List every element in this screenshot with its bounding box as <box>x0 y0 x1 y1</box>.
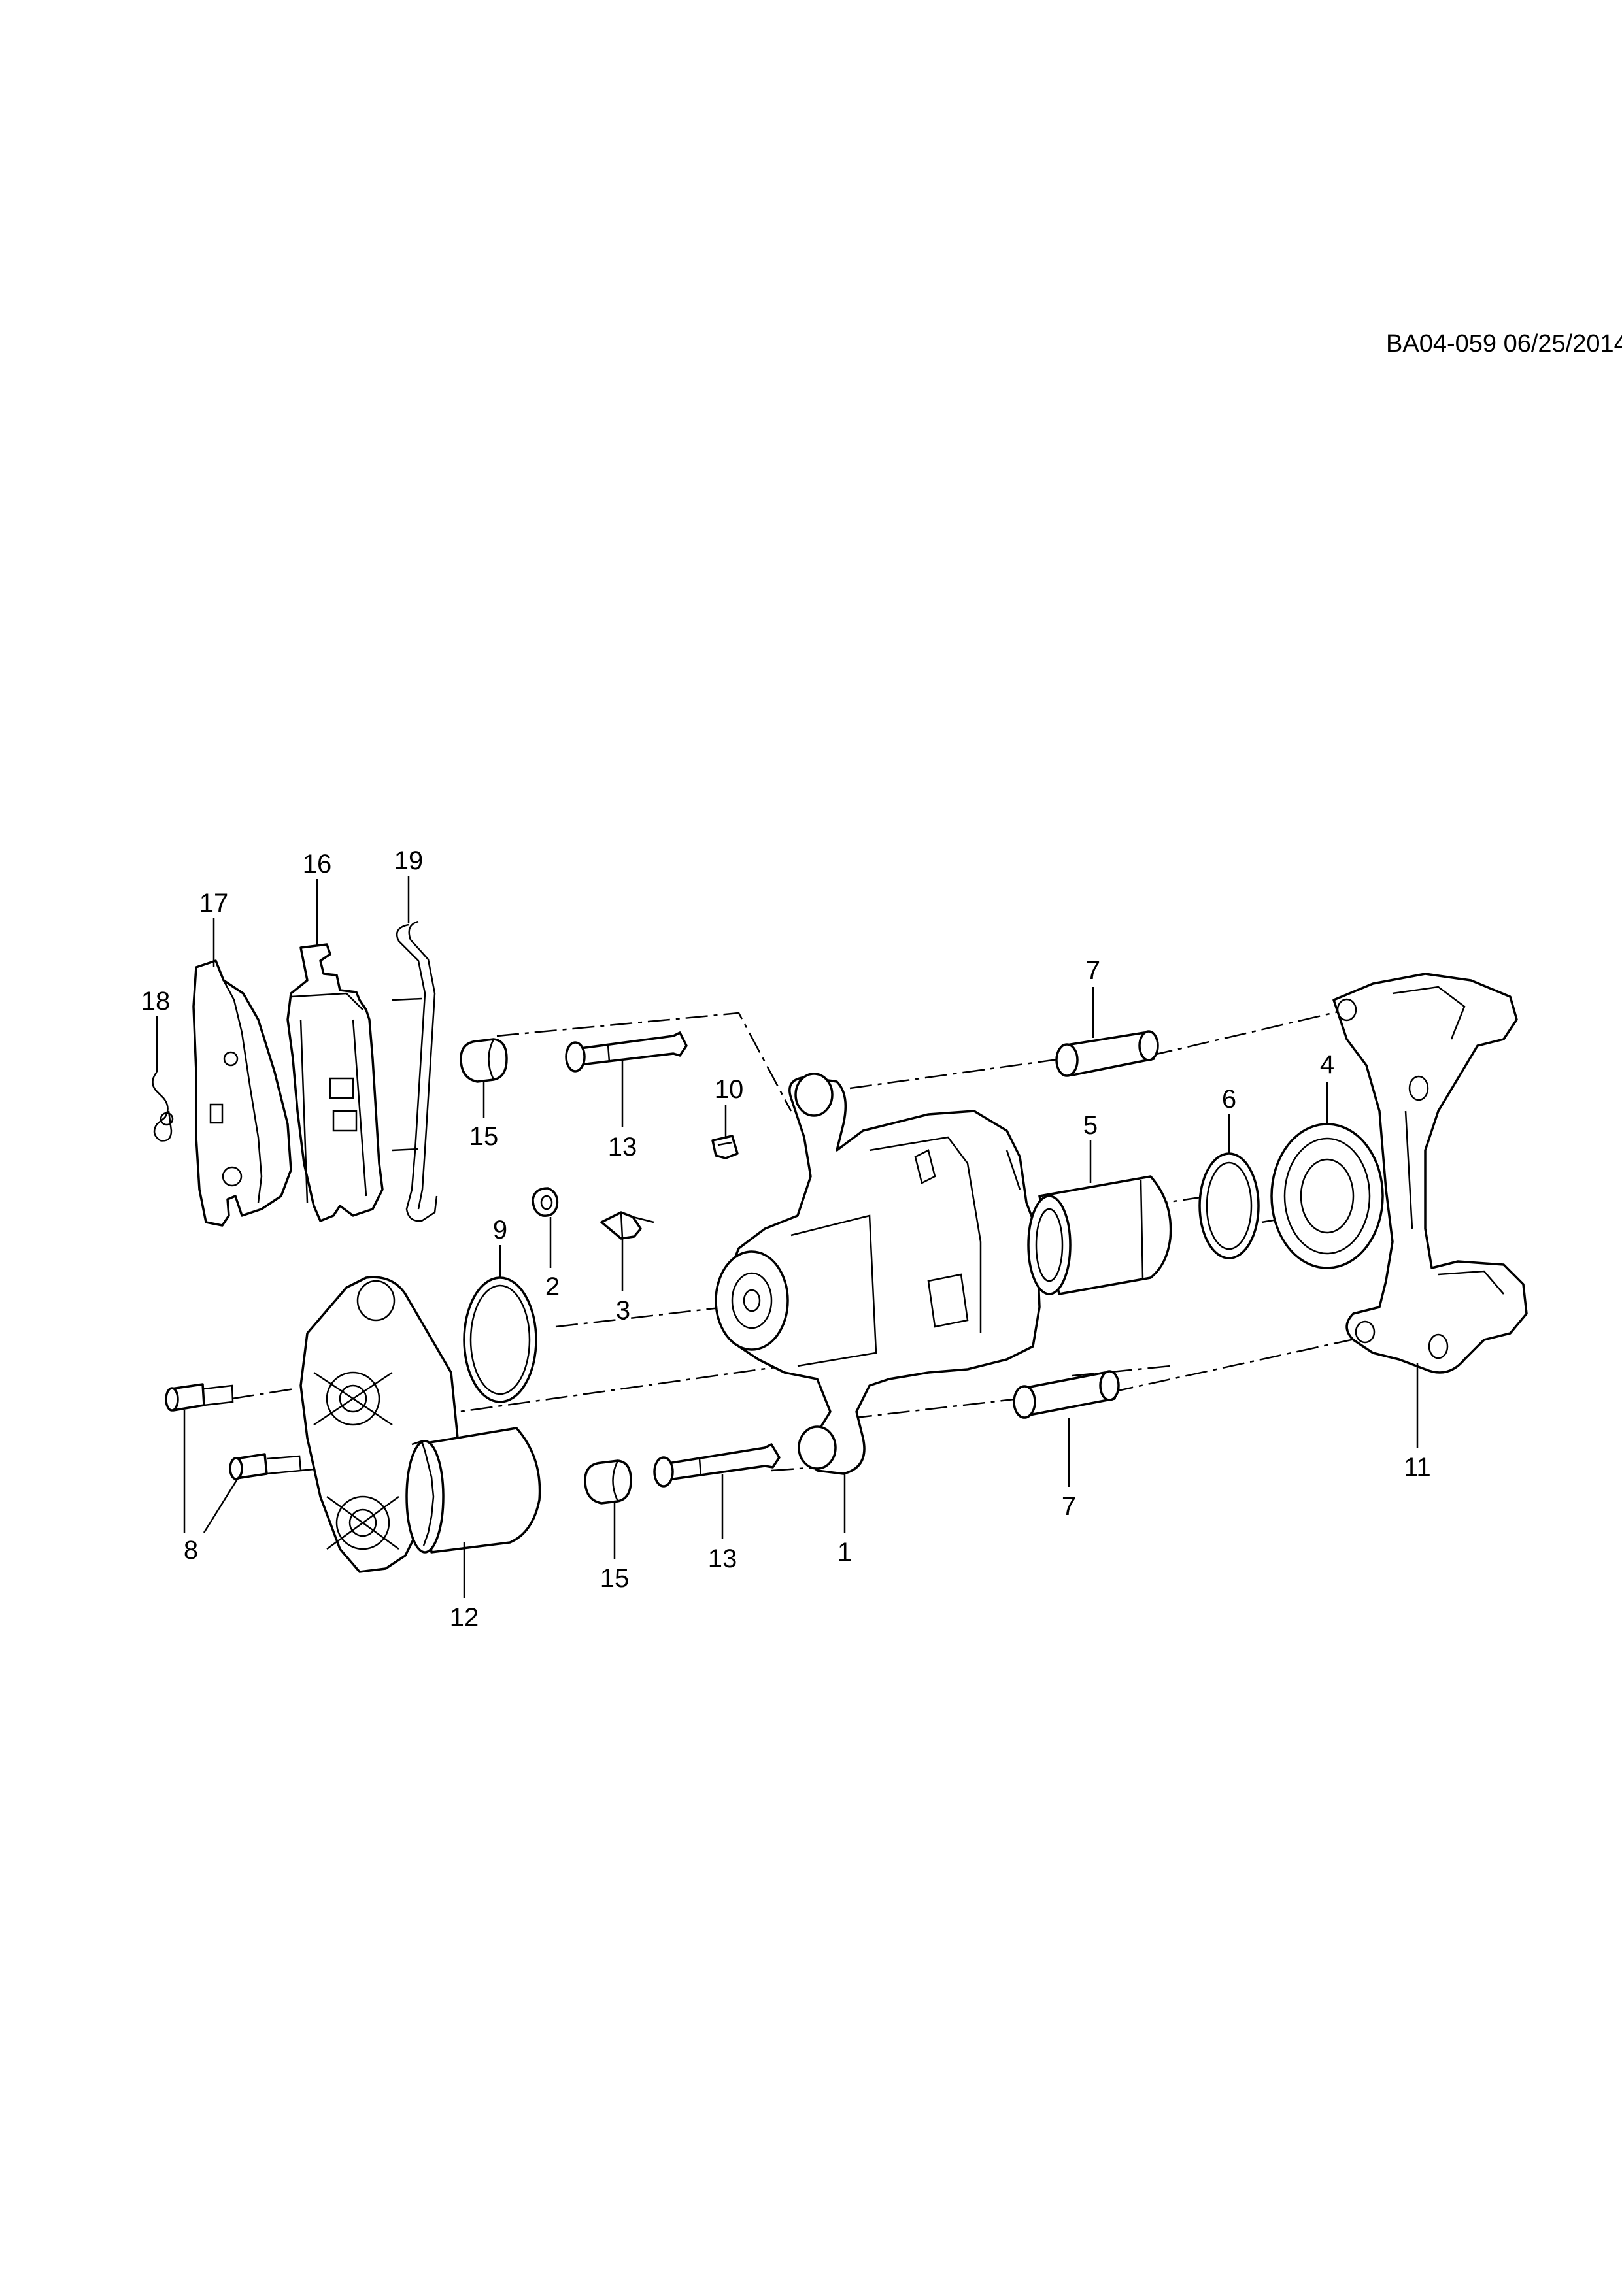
leader-lines <box>156 876 1419 1598</box>
callout-13-upper: 13 <box>608 1133 637 1161</box>
part-15-upper-plug <box>460 1038 508 1083</box>
part-7-lower-sleeve <box>1013 1370 1120 1419</box>
part-4-dust-boot <box>1270 1123 1384 1269</box>
part-6-seal-ring <box>1198 1152 1260 1259</box>
part-8-bolts <box>165 1383 302 1480</box>
part-13-lower-guide-pin <box>653 1443 781 1488</box>
callout-11: 11 <box>1404 1453 1431 1482</box>
callout-9: 9 <box>493 1216 507 1244</box>
reference-code: BA04-059 06/25/2014 <box>1386 330 1622 358</box>
callout-4: 4 <box>1320 1050 1334 1079</box>
callout-18: 18 <box>141 987 171 1016</box>
callout-15-upper: 15 <box>469 1122 499 1151</box>
part-7-upper-sleeve <box>1055 1030 1159 1077</box>
callout-17: 17 <box>199 889 229 918</box>
part-5-piston <box>1027 1175 1172 1295</box>
callout-10: 10 <box>715 1075 744 1104</box>
part-15-lower-plug <box>584 1459 632 1505</box>
callout-16: 16 <box>303 850 332 878</box>
part-16-inner-brake-pad <box>286 943 384 1222</box>
callout-12: 12 <box>450 1603 479 1632</box>
callout-3: 3 <box>616 1296 630 1325</box>
callout-15-lower: 15 <box>600 1564 630 1593</box>
part-18-spring-clip <box>152 1071 174 1142</box>
part-17-outer-brake-pad <box>192 959 292 1227</box>
part-13-upper-guide-pin <box>565 1031 688 1073</box>
part-1-caliper-body <box>715 1073 1041 1475</box>
part-9-o-ring <box>463 1276 537 1403</box>
callout-7-upper: 7 <box>1086 956 1100 985</box>
callout-5: 5 <box>1083 1111 1098 1140</box>
part-3-bleeder-screw <box>600 1211 654 1240</box>
callout-13-lower: 13 <box>708 1544 737 1573</box>
part-11-caliper-bracket <box>1332 973 1528 1374</box>
callout-6: 6 <box>1222 1085 1236 1114</box>
part-10-clip <box>711 1135 739 1159</box>
callout-19: 19 <box>394 846 424 875</box>
callout-8: 8 <box>184 1536 198 1565</box>
callout-7-lower: 7 <box>1062 1492 1076 1521</box>
part-12-actuator <box>299 1276 541 1573</box>
callout-labels: 1 2 3 4 5 6 7 7 8 9 10 11 12 13 13 15 15… <box>141 846 1431 1632</box>
callout-2: 2 <box>545 1273 560 1301</box>
part-19-wire-spring <box>392 920 438 1222</box>
callout-1: 1 <box>837 1538 852 1567</box>
part-2-bleeder-cap <box>532 1187 559 1217</box>
